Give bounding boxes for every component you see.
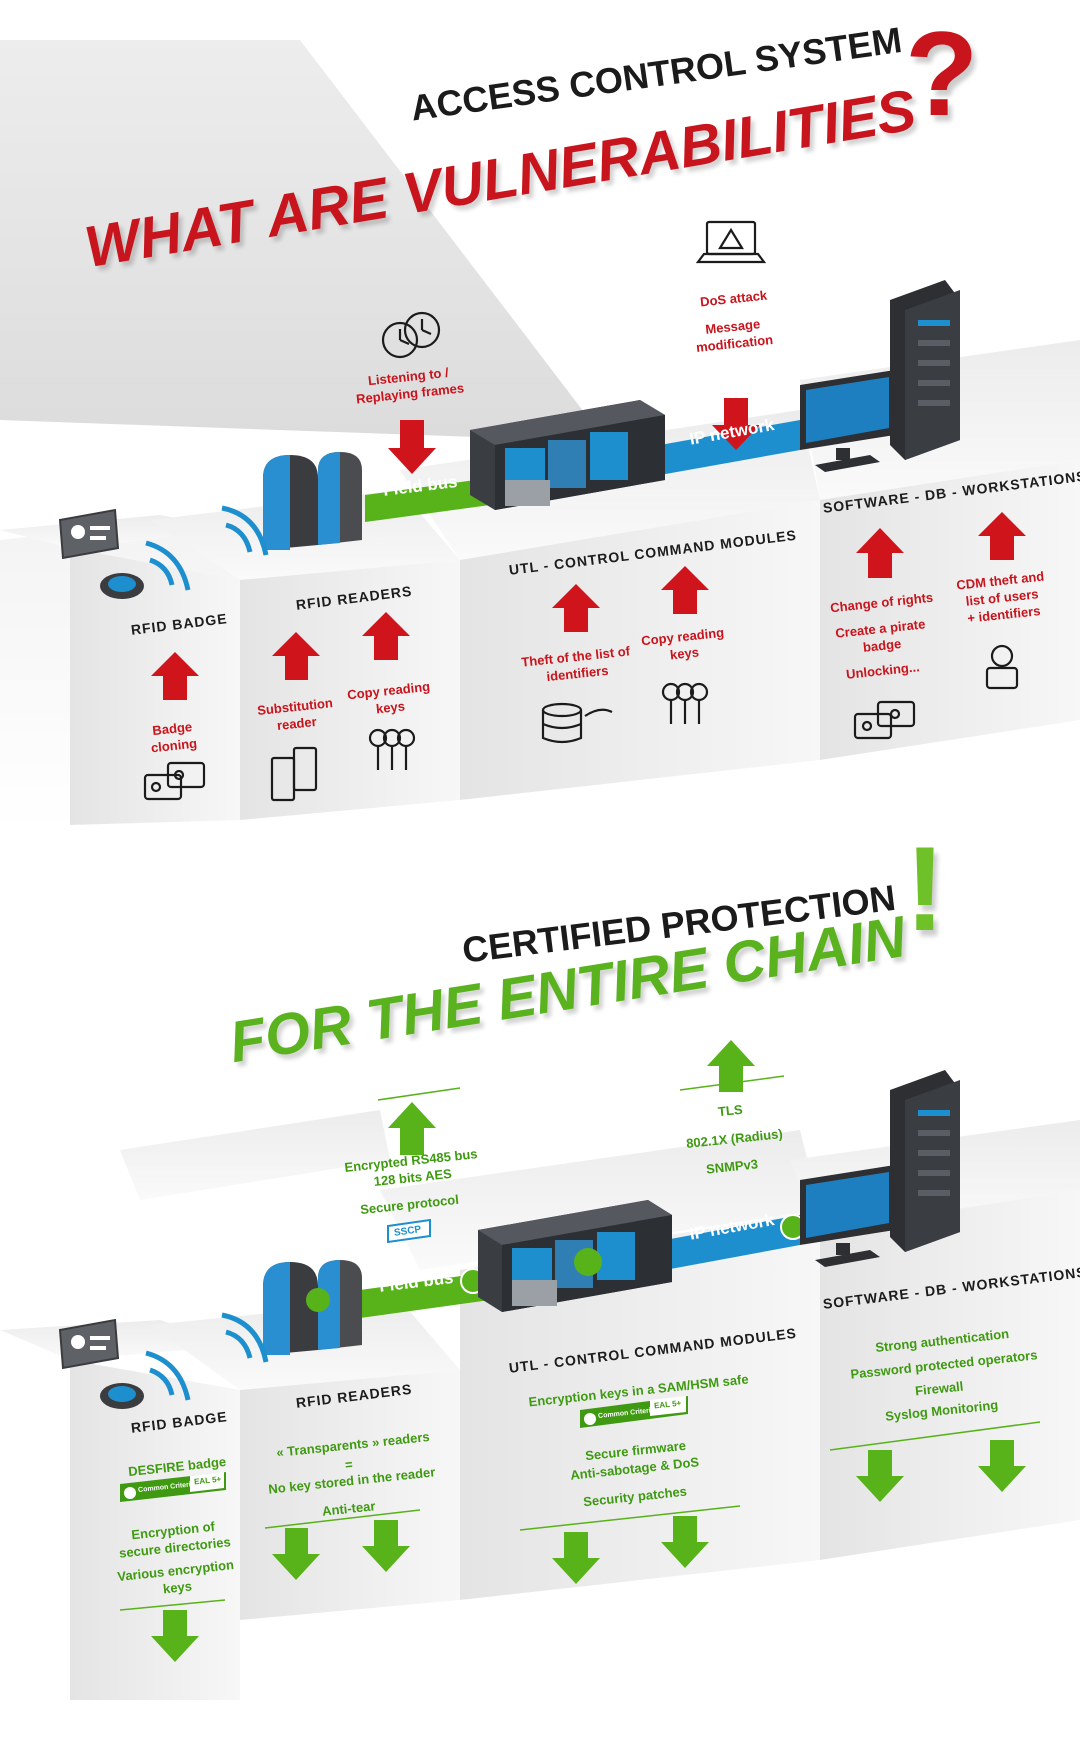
arrow-up-bus <box>388 1102 436 1155</box>
id-card-icon <box>58 508 120 560</box>
rfid-keyfob-icon <box>100 1383 144 1409</box>
laptop-bug-icon <box>695 220 767 264</box>
workstation-icon <box>800 1165 895 1267</box>
threat-arrows <box>151 398 1026 700</box>
badge-skull-icon <box>853 700 916 740</box>
shadow-triangle <box>0 40 590 440</box>
database-hand-icon <box>541 702 613 744</box>
utl-controller-icon <box>478 1200 672 1312</box>
arrow-down-listening <box>388 420 436 474</box>
badge-cloning-icon <box>143 761 206 801</box>
server-tower-icon <box>890 1070 960 1252</box>
wifi-waves-icon <box>221 1312 269 1363</box>
arrow-up-badge <box>151 652 199 700</box>
ip-network-cable <box>665 1215 800 1270</box>
key-badge-icon <box>306 1288 330 1312</box>
wifi-waves-icon <box>221 505 269 556</box>
wifi-waves-icon <box>145 1350 191 1401</box>
workstation-icon <box>800 370 895 472</box>
keys-icon <box>368 728 416 770</box>
arrow-down-badge <box>151 1610 199 1662</box>
wifi-waves-icon <box>145 540 191 591</box>
common-criteria-badge <box>120 1472 226 1502</box>
rfid-reader-icon <box>263 1260 362 1355</box>
arrow-down-readers-2 <box>362 1520 410 1572</box>
arrow-up-copy-utl <box>661 566 709 614</box>
arrow-down-soft-1 <box>856 1450 904 1502</box>
arrow-down-dos <box>712 398 760 450</box>
protection-arrows <box>151 1040 1026 1662</box>
common-criteria-badge <box>580 1396 688 1428</box>
arrow-down-readers-1 <box>272 1528 320 1580</box>
protection-equals: = <box>344 1456 354 1473</box>
rfid-keyfob-icon <box>100 573 144 599</box>
arrow-down-soft-2 <box>978 1440 1026 1492</box>
field-bus-cable <box>365 478 490 522</box>
server-tower-icon <box>890 280 960 460</box>
arrow-up-ip <box>707 1040 755 1092</box>
arrow-up-theft <box>552 584 600 632</box>
field-bus-cable <box>360 1272 490 1318</box>
utl-controller-icon <box>470 400 665 510</box>
clock-replay-icon <box>381 311 441 359</box>
reader-swap-icon <box>270 746 318 802</box>
id-card-icon <box>58 1318 120 1370</box>
rfid-reader-icon <box>263 452 362 550</box>
key-badge-icon <box>574 1248 602 1276</box>
arrow-down-utl-2 <box>661 1516 709 1568</box>
protection-tls: TLS <box>717 1101 744 1120</box>
arrow-up-rights <box>856 528 904 578</box>
arrow-up-substitution <box>272 632 320 680</box>
arrow-down-utl-1 <box>552 1532 600 1584</box>
arrow-up-copy-reader <box>362 612 410 660</box>
exclamation-mark: ! <box>905 822 945 956</box>
sscp-logo <box>387 1218 431 1244</box>
question-mark: ? <box>905 7 979 141</box>
keys-icon <box>661 682 709 724</box>
arrow-up-cdm <box>978 512 1026 560</box>
ip-network-cable <box>660 420 800 475</box>
hacker-icon <box>985 644 1019 690</box>
